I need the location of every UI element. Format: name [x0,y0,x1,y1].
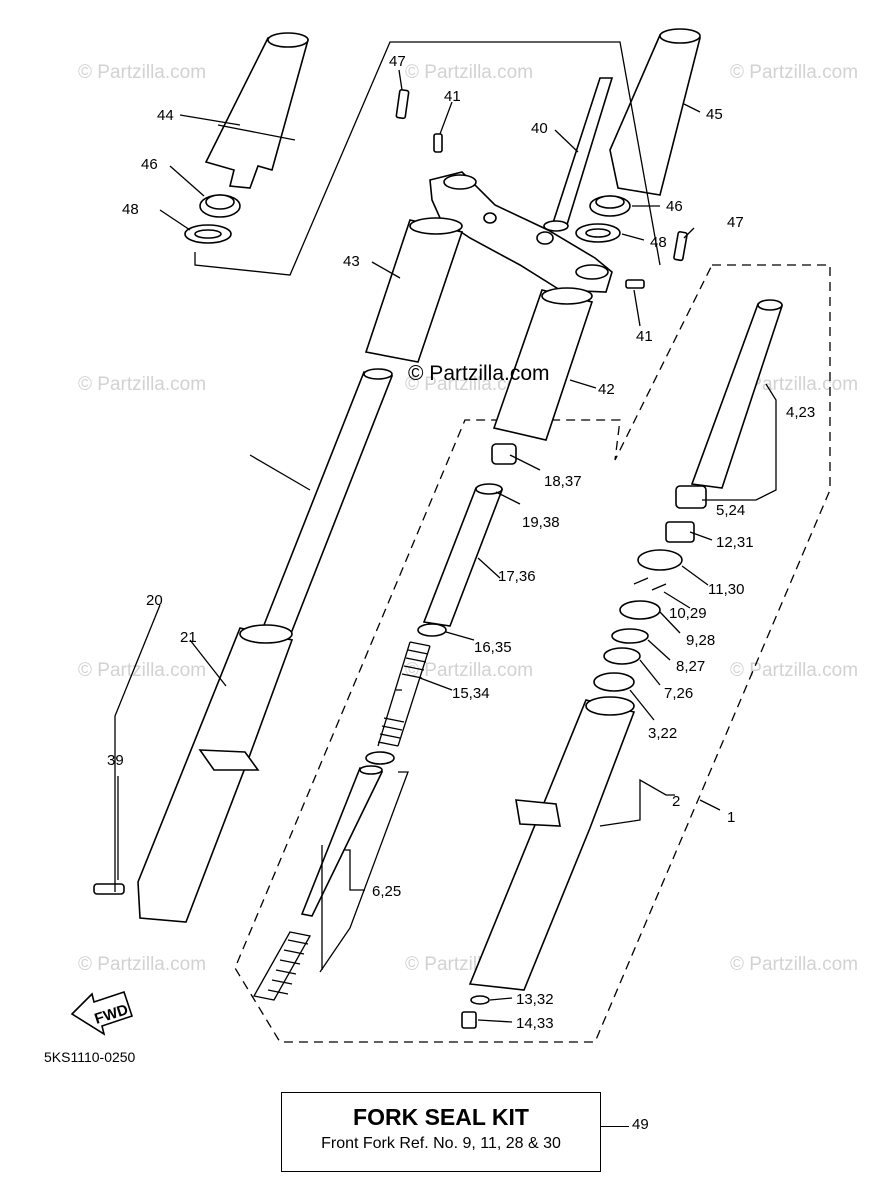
callout-3-22: 3,22 [648,725,677,742]
callout-41: 41 [636,328,653,345]
callout-15-34: 15,34 [452,685,490,702]
callout-labels: 44 46 48 47 41 40 45 46 48 47 43 41 42 4… [107,53,815,1032]
bolt-14-33 [461,1011,477,1029]
inner-tube-left [260,368,394,637]
bushing-3-22 [593,672,635,692]
damper-rod-6-25 [300,765,384,917]
callout-46: 46 [141,156,158,173]
callout-21: 21 [180,629,197,646]
outer-tube-left [137,624,294,923]
bracket-line [319,771,409,973]
cap-bolt-18-37 [491,443,517,465]
tube-cover-42 [492,287,594,441]
callout-11-30: 11,30 [708,581,744,598]
watermark: © Partzilla.com [730,374,858,395]
bushing-7-26 [603,647,641,665]
callout-40: 40 [531,120,548,137]
callout-6-25: 6,25 [372,883,401,900]
callout-47: 47 [389,53,406,70]
nut-46-left [199,194,241,218]
callout-7-26: 7,26 [664,685,693,702]
callout-47: 47 [727,214,744,231]
callout-8-27: 8,27 [676,658,705,675]
callout-12-31: 12,31 [716,534,754,551]
callout-2: 2 [672,793,680,810]
callout-20: 20 [146,592,163,609]
callout-5-24: 5,24 [716,502,745,519]
washer-8-27 [611,628,649,644]
callout-17-36: 17,36 [498,568,536,585]
washer-13-32 [470,995,490,1005]
leader-lines [114,41,777,1023]
washer-16-35 [417,623,447,637]
seal-11-30 [637,549,683,571]
watermark: © Partzilla.com [78,954,206,975]
washer-48-left [184,224,232,244]
bolt-39 [93,883,125,895]
callout-41: 41 [444,88,461,105]
washer-48-right [575,223,621,243]
callout-46: 46 [666,198,683,215]
bolt-41-right [625,279,645,289]
fork-assembly-outline [234,264,831,1043]
rebound-spring [252,931,312,1001]
watermark: © Partzilla.com [730,660,858,681]
steering-stem-40 [543,77,614,232]
kit-title: FORK SEAL KIT [353,1104,529,1130]
callout-48: 48 [650,234,667,251]
diagram-code: 5KS1110-0250 [44,1049,136,1065]
bushing-5-24 [675,485,707,509]
callout-1: 1 [727,809,735,826]
spring-15-34 [377,641,431,747]
cover-44 [204,32,310,189]
upper-bracket [429,171,613,293]
bushing-12-31 [665,521,695,543]
callout-10-29: 10,29 [669,605,707,622]
watermark: © Partzilla.com [730,954,858,975]
inner-tube-right [690,299,784,489]
callout-48: 48 [122,201,139,218]
callout-18-37: 18,37 [544,473,582,490]
watermark: © Partzilla.com [78,374,206,395]
bolt-41-left [433,133,443,153]
clip-10-29 [633,577,667,591]
callout-43: 43 [343,253,360,270]
fwd-arrow-icon: FWD [70,990,134,1036]
cover-45 [609,28,702,196]
nut-46-right [589,195,631,217]
callout-39: 39 [107,752,124,769]
watermark: © Partzilla.com [78,62,206,83]
seal-9-28 [619,600,661,620]
outer-tube-right [468,696,636,991]
callout-49: 49 [632,1116,649,1133]
callout-19-38: 19,38 [522,514,560,531]
callout-16-35: 16,35 [474,639,512,656]
watermark: © Partzilla.com [78,660,206,681]
bolt-47-right [673,231,688,262]
center-copyright: © Partzilla.com [408,362,550,385]
watermark: © Partzilla.com [405,62,533,83]
ring [365,751,395,765]
tube-cover-43 [364,217,464,363]
spacer-17-36 [422,483,504,627]
watermark: © Partzilla.com [405,660,533,681]
callout-9-28: 9,28 [686,632,715,649]
fork-seal-kit-box: FORK SEAL KIT Front Fork Ref. No. 9, 11,… [281,1092,601,1172]
kit-leader-line [601,1126,629,1127]
callout-4-23: 4,23 [786,404,815,421]
watermark: © Partzilla.com [730,62,858,83]
callout-14-33: 14,33 [516,1015,554,1032]
callout-44: 44 [157,107,174,124]
bolt-47-left [395,89,410,120]
watermark: © Partzilla.com [405,374,533,395]
callout-45: 45 [706,106,723,123]
kit-subtitle: Front Fork Ref. No. 9, 11, 28 & 30 [321,1135,561,1152]
callout-13-32: 13,32 [516,991,554,1008]
callout-42: 42 [598,381,615,398]
